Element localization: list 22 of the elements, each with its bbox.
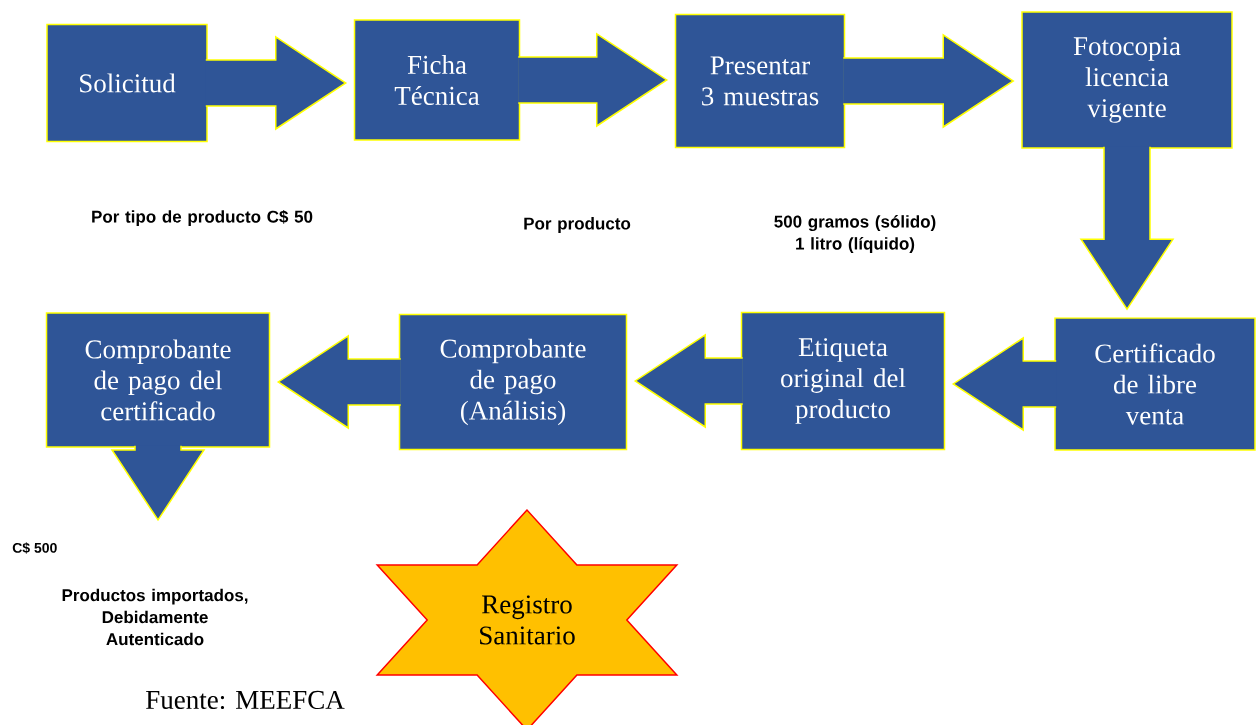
process-box: Solicitud (46, 23, 208, 143)
block-arrow (110, 445, 206, 522)
block-arrow (842, 33, 1015, 129)
block-arrow (276, 334, 402, 430)
block-arrow (517, 32, 669, 128)
note-text: Por producto (524, 217, 631, 233)
block-arrow (951, 336, 1057, 432)
block-arrow (1079, 146, 1175, 311)
process-box: Ficha Técnica (353, 19, 521, 141)
process-box: Presentar 3 muestras (674, 13, 846, 149)
process-box: Certificado de libre venta (1054, 317, 1256, 451)
process-box: Etiqueta original del producto (740, 311, 946, 451)
note-text: Productos importados, Debidamente Autenticado (62, 588, 248, 646)
process-box: Comprobante de pago del certificado (45, 312, 271, 448)
note-text: C$ 500 (12, 542, 57, 554)
block-arrow (633, 333, 744, 429)
process-box: Fotocopia licencia vigente (1021, 11, 1233, 149)
note-text: 500 gramos (sólido) 1 litro (líquido) (774, 215, 936, 253)
block-arrow (205, 35, 348, 131)
note-text: Por tipo de producto C$ 50 (92, 209, 313, 227)
process-box: Comprobante de pago (Análisis) (398, 313, 628, 451)
caption: Fuente: MEEFCA (146, 690, 345, 710)
